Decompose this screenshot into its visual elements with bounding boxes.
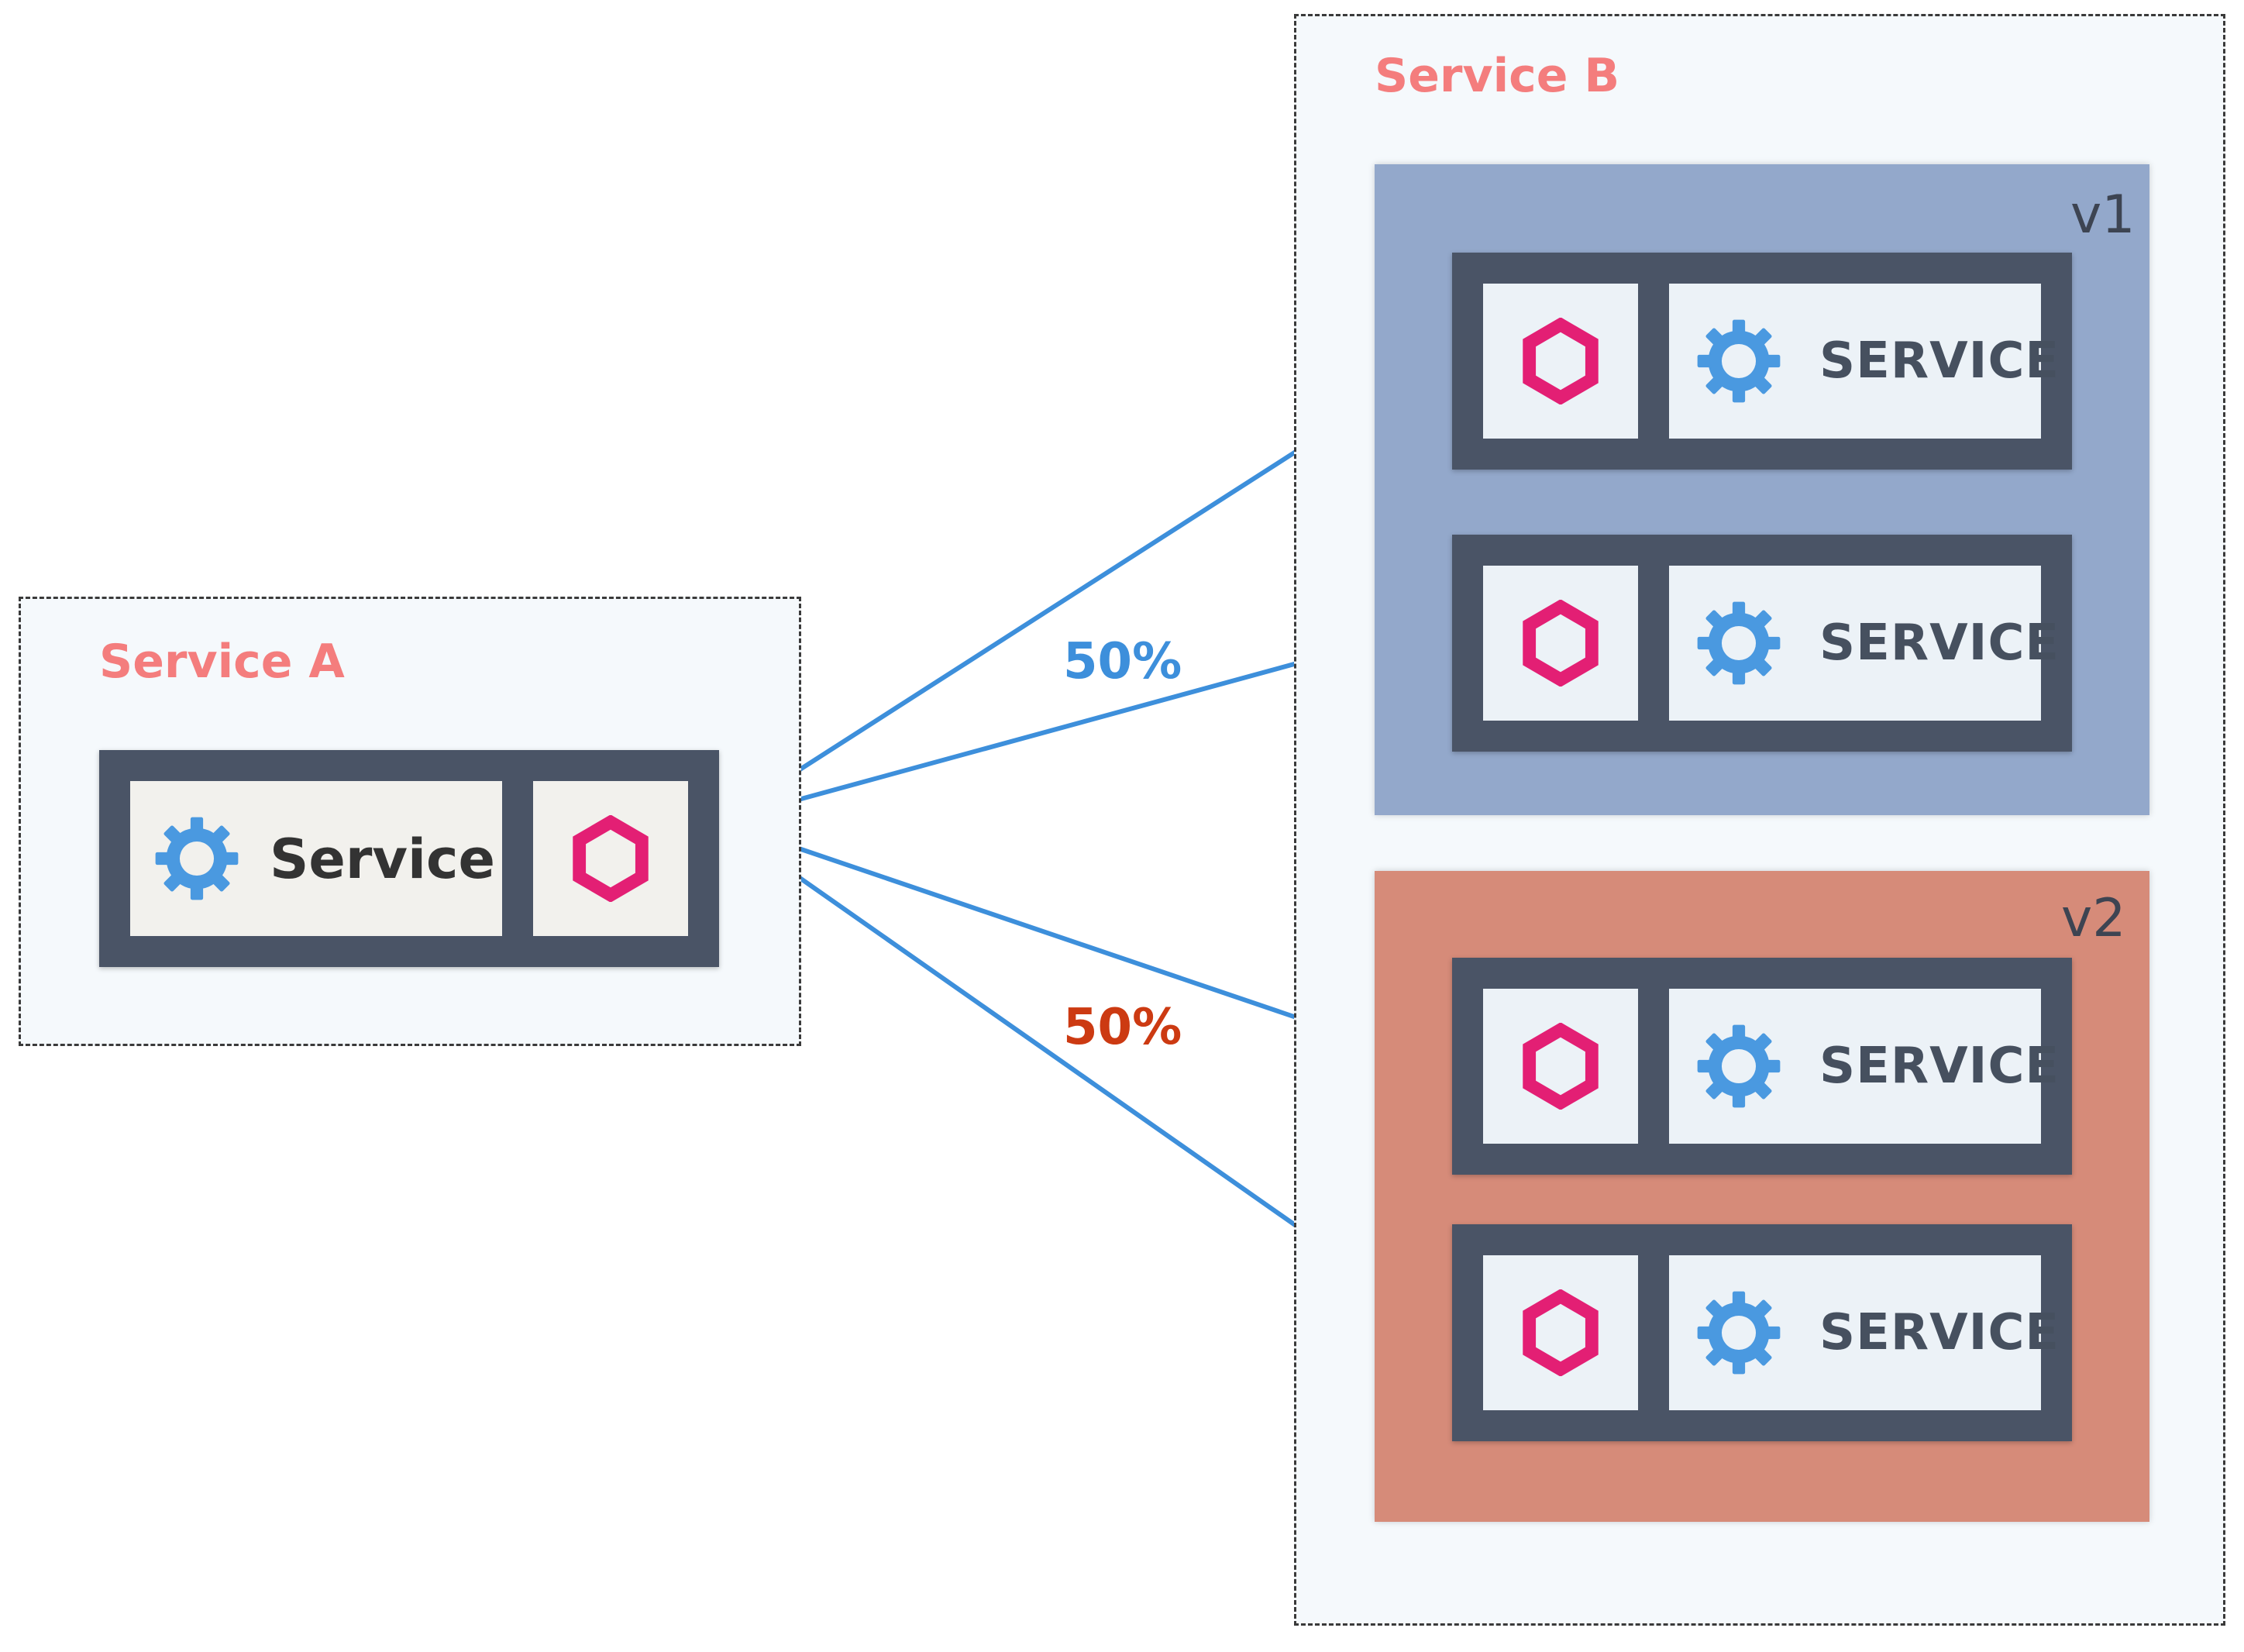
service-b-v1-pod-2: SERVICE [1452,535,2072,752]
hexagon-icon [1523,1023,1599,1110]
service-a-workload-cell: Service [130,781,502,936]
traffic-split-v2: 50% [1063,999,1182,1056]
hexagon-icon [1523,600,1599,687]
traffic-split-v1: 50% [1063,633,1182,690]
workload-cell: SERVICE [1669,1255,2059,1410]
gear-icon [155,817,239,900]
workload-cell: SERVICE [1669,284,2059,439]
version-v2-label: v2 [2061,888,2126,949]
proxy-cell [1483,566,1638,721]
service-a-title: Service A [99,635,345,689]
service-a-proxy-cell [533,781,688,936]
hexagon-icon [1523,1289,1599,1376]
hexagon-icon [573,815,649,902]
version-v1-label: v1 [2070,184,2136,246]
service-label: SERVICE [1819,1038,2060,1095]
gear-icon [1697,319,1781,403]
gear-icon [1697,601,1781,685]
proxy-cell [1483,989,1638,1144]
gear-icon [1697,1024,1781,1108]
proxy-cell [1483,1255,1638,1410]
gear-icon [1697,1291,1781,1375]
service-b-title: Service B [1375,49,1620,103]
service-b-v1-pod-1: SERVICE [1452,253,2072,470]
service-label: SERVICE [1819,1304,2060,1361]
service-b-v2-pod-2: SERVICE [1452,1224,2072,1441]
service-label: SERVICE [1819,332,2060,390]
service-a-label: Service [270,828,496,891]
hexagon-icon [1523,318,1599,404]
workload-cell: SERVICE [1669,566,2059,721]
workload-cell: SERVICE [1669,989,2059,1144]
service-b-v2-pod-1: SERVICE [1452,958,2072,1175]
service-a-pod: Service [99,750,719,967]
proxy-cell [1483,284,1638,439]
service-label: SERVICE [1819,614,2060,672]
